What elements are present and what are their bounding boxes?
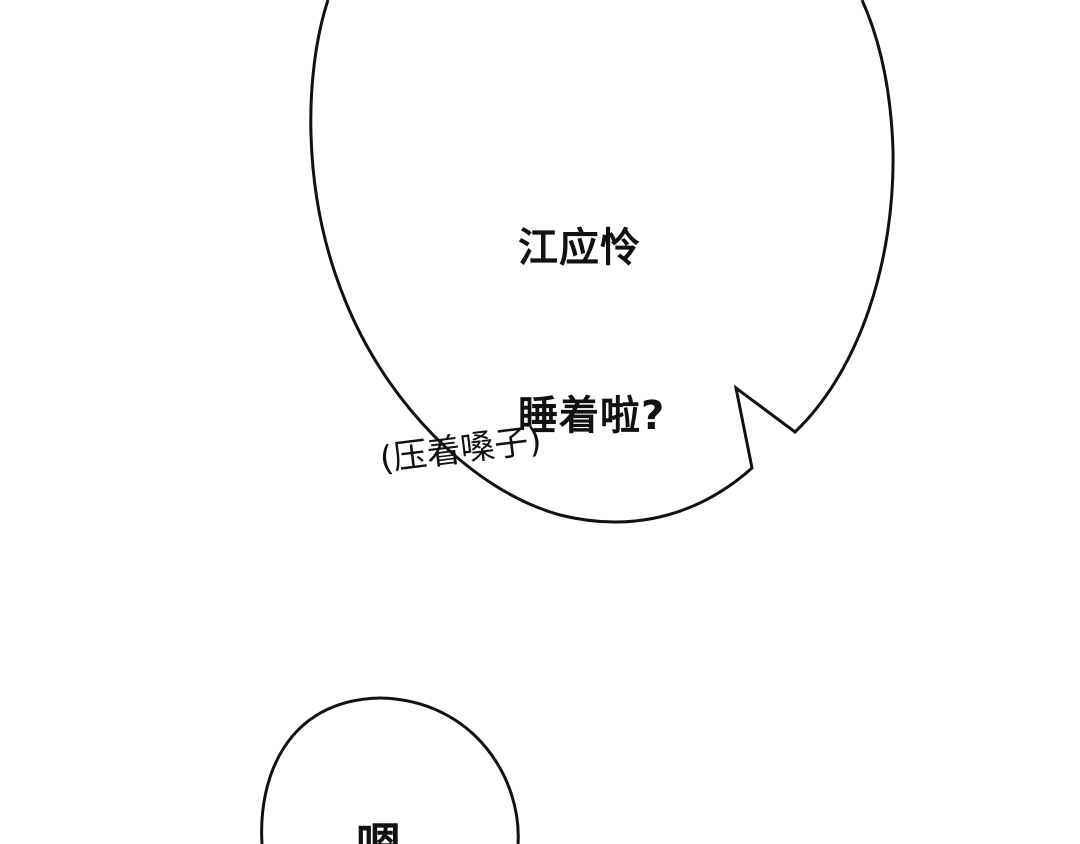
upper-bubble-text: 江应怜 睡着啦?: [518, 108, 665, 556]
lower-speech-bubble: [260, 696, 520, 844]
upper-bubble-line-2: 睡着啦?: [518, 393, 666, 439]
upper-bubble-line-1: 江应怜: [518, 225, 641, 271]
upper-speech-bubble: [309, 0, 895, 524]
lower-bubble-text: 嗯: [356, 815, 402, 844]
